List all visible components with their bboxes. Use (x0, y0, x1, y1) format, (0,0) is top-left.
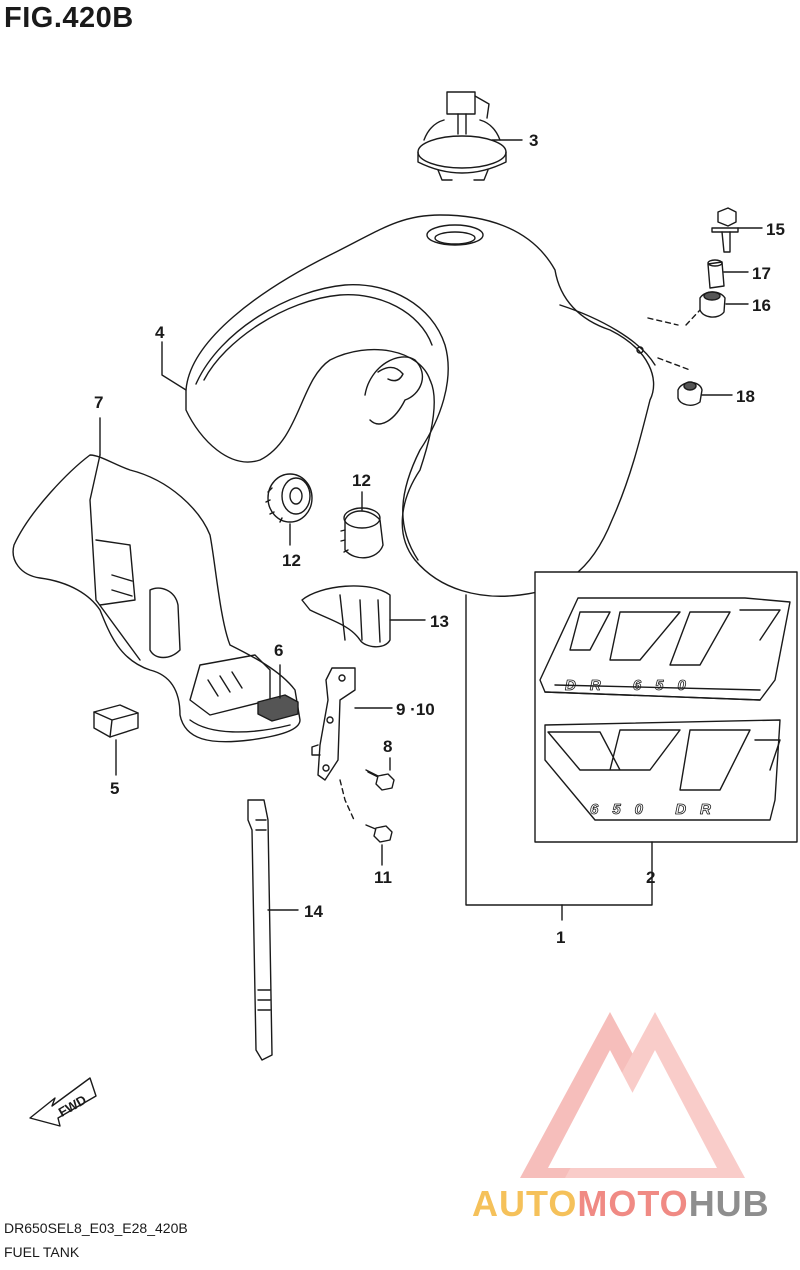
figure-code: DR650SEL8_E03_E28_420B (4, 1220, 188, 1236)
collar-part (707, 259, 725, 289)
part-label-18: 18 (736, 387, 755, 406)
part-label-4: 4 (155, 323, 165, 342)
side-cover-part (12, 454, 301, 743)
part-label-12b: 12 (352, 471, 371, 490)
figure-name: FUEL TANK (4, 1244, 80, 1260)
brand-part-hub: HUB (688, 1183, 770, 1224)
screw-part (711, 207, 739, 253)
part-label-6: 6 (274, 641, 283, 660)
part-labels: 1 2 3 4 5 6 7 8 9 ·10 11 12 12 13 14 15 … (94, 131, 785, 947)
brand-part-moto: MOTO (577, 1183, 689, 1224)
part-label-11: 11 (374, 868, 392, 887)
cable-tie-part (247, 799, 273, 1061)
grommet-part (340, 507, 384, 559)
tank-cushion-part (301, 585, 391, 648)
figure-title: FIG.420B (4, 2, 134, 34)
fuel-tank-part (185, 214, 656, 597)
bracket-part (311, 667, 356, 781)
rubber-mount-part (677, 381, 703, 406)
part-label-17: 17 (752, 264, 771, 283)
part-label-12a: 12 (282, 551, 301, 570)
part-label-14: 14 (304, 902, 323, 921)
part-label-15: 15 (766, 220, 785, 239)
bolt-part (365, 769, 395, 791)
part-label-3: 3 (529, 131, 538, 150)
cushion-part (93, 704, 139, 738)
decal-bottom-text: 650 DR (590, 801, 725, 818)
forward-arrow-icon: FWD (29, 1077, 97, 1127)
grommet-part (265, 473, 313, 523)
leader-lines (99, 139, 763, 921)
bolt-part (365, 824, 393, 843)
part-label-9-10: 9 ·10 (396, 700, 435, 719)
watermark-logo-icon (520, 1012, 745, 1178)
part-label-1: 1 (556, 928, 565, 947)
part-label-16: 16 (752, 296, 771, 315)
fuel-cap-part (417, 91, 507, 181)
decal-set-part: DR 650 650 DR (534, 571, 798, 843)
part-label-5: 5 (110, 779, 119, 798)
rubber-cushion-part (699, 291, 726, 318)
part-label-2: 2 (646, 868, 655, 887)
watermark-brand: AUTOMOTOHUB (472, 1183, 770, 1225)
part-label-7: 7 (94, 393, 103, 412)
decal-top-text: DR 650 (565, 677, 700, 694)
cushion-small-part (257, 694, 299, 722)
brand-part-auto: AUTO (472, 1183, 578, 1224)
part-label-8: 8 (383, 737, 392, 756)
part-label-13: 13 (430, 612, 449, 631)
